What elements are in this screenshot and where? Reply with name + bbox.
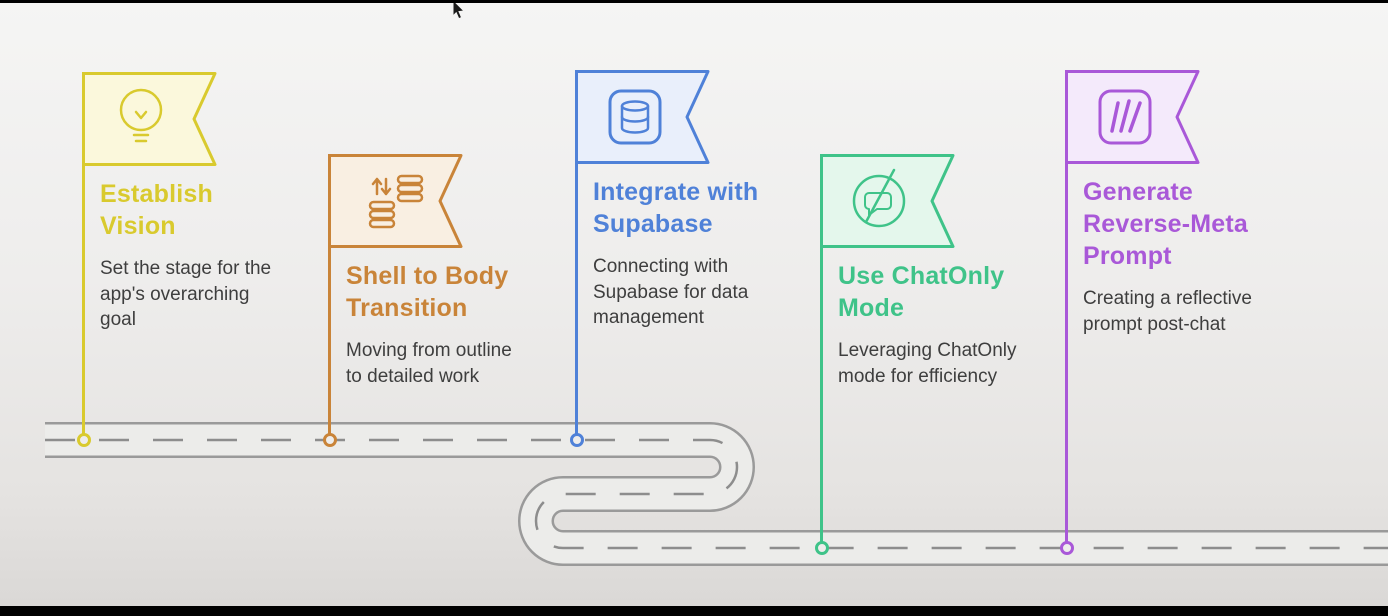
flag-banner [820, 154, 955, 248]
letterbox-top [0, 0, 1388, 3]
road-node [814, 541, 829, 555]
chevrons-icon [1098, 89, 1152, 145]
milestone-description: Moving from outline to detailed work [346, 340, 512, 387]
flag-pole [820, 154, 823, 548]
data-transfer-icon [368, 174, 424, 229]
road-center-line [45, 438, 1388, 550]
milestone-title: Establish Vision [100, 180, 213, 240]
letterbox-bottom [0, 606, 1388, 616]
flag-banner [1065, 70, 1200, 164]
milestone-title: Shell to Body Transition [346, 262, 509, 322]
flag-banner [82, 72, 217, 166]
flag-pole [328, 154, 331, 440]
road-node [76, 433, 91, 447]
milestone-description: Leveraging ChatOnly mode for efficiency [838, 340, 1017, 387]
lightbulb-icon [119, 88, 163, 143]
milestone-description: Creating a reflective prompt post-chat [1083, 288, 1252, 335]
flag-banner [575, 70, 710, 164]
chat-disabled-icon [852, 168, 906, 228]
flag-banner [328, 154, 463, 248]
flag-pole [575, 70, 578, 440]
milestone-title: Generate Reverse-Meta Prompt [1083, 178, 1248, 270]
milestone-description: Connecting with Supabase for data manage… [593, 256, 749, 329]
database-icon [608, 89, 662, 145]
road-node [322, 433, 337, 447]
milestone-title: Use ChatOnly Mode [838, 262, 1005, 322]
road-node [1059, 541, 1074, 555]
milestone-description: Set the stage for the app's overarching … [100, 258, 272, 331]
flag-pole [1065, 70, 1068, 548]
milestone-title: Integrate with Supabase [593, 178, 759, 238]
mouse-cursor [452, 0, 466, 20]
road-node [569, 433, 584, 447]
flag-pole [82, 72, 85, 440]
